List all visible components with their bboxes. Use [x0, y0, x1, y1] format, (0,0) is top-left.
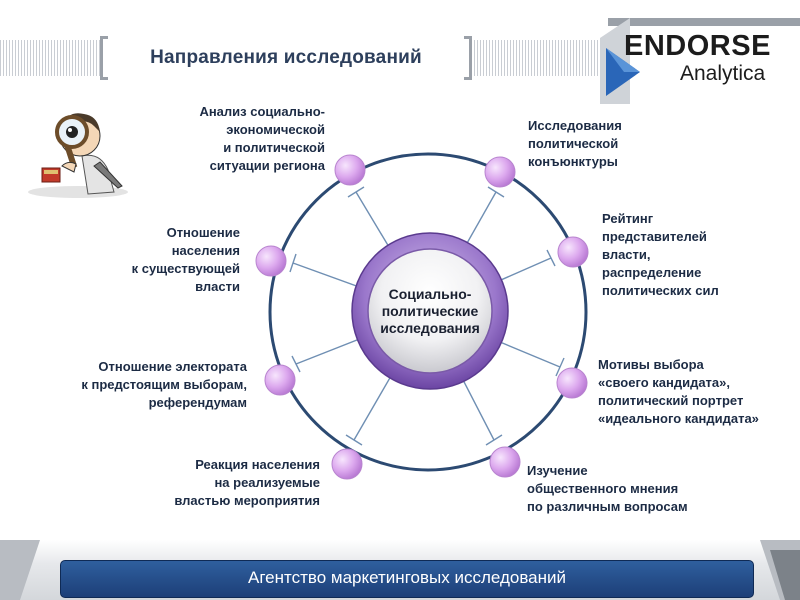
label-line: Отношение [166, 225, 240, 240]
label-line: Рейтинг [602, 211, 654, 226]
node-rating [557, 236, 589, 268]
label-line: властью мероприятия [174, 493, 320, 508]
label-line: ситуации региона [209, 158, 325, 173]
logo-sub-text: Analytica [680, 62, 766, 85]
node-attitude-elections [264, 364, 296, 396]
label-line: населения [171, 243, 240, 258]
label-line: Реакция населения [195, 457, 320, 472]
label-line: власти, [602, 247, 651, 262]
label-line: конъюнктуры [528, 154, 618, 169]
hub-label-line: политические [381, 303, 479, 319]
node-reaction [331, 448, 363, 480]
hub-inner [367, 248, 493, 374]
title-frame: Направления исследований [100, 36, 472, 80]
label-line: «идеального кандидата» [598, 411, 759, 426]
hub-label: Социально- политические исследования [365, 286, 495, 337]
label-reaction: Реакция населения на реализуемые властью… [140, 456, 320, 510]
label-line: и политической [223, 140, 325, 155]
label-line: Изучение [527, 463, 588, 478]
label-analysis: Анализ социально- экономической и полити… [150, 103, 325, 175]
node-attitude-power [255, 245, 287, 277]
page-title: Направления исследований [150, 47, 422, 68]
node-conjuncture [484, 156, 516, 188]
footer-bar [60, 560, 754, 598]
label-line: Анализ социально- [199, 104, 325, 119]
footer-text: Агентство маркетинговых исследований [248, 568, 566, 587]
label-line: политический портрет [598, 393, 744, 408]
title-bracket-right [464, 36, 472, 80]
outer-ring [268, 152, 588, 472]
label-line: власти [195, 279, 240, 294]
hub-label-line: Социально- [388, 286, 472, 302]
title-bracket-left [100, 36, 108, 80]
label-line: распределение [602, 265, 702, 280]
label-attitude-elections: Отношение электората к предстоящим выбор… [40, 358, 247, 412]
label-line: Исследования [528, 118, 622, 133]
label-line: Отношение электората [98, 359, 247, 374]
label-line: референдумам [148, 395, 247, 410]
label-line: политической [528, 136, 619, 151]
logo-arrow-icon [606, 48, 640, 96]
label-motives: Мотивы выбора «своего кандидата», полити… [598, 356, 798, 428]
label-attitude-power: Отношение населения к существующей власт… [100, 224, 240, 296]
label-opinion: Изучение общественного мнения по различн… [527, 462, 727, 516]
label-line: к предстоящим выборам, [81, 377, 247, 392]
label-line: представителей [602, 229, 707, 244]
node-analysis [334, 154, 366, 186]
label-line: политических сил [602, 283, 719, 298]
footer-stripes [0, 540, 800, 600]
label-conjuncture: Исследования политической конъюнктуры [528, 117, 688, 171]
label-line: «своего кандидата», [598, 375, 730, 390]
logo [600, 18, 800, 104]
label-line: по различным вопросам [527, 499, 688, 514]
detective-illustration [28, 113, 128, 198]
node-motives [556, 367, 588, 399]
label-line: на реализуемые [214, 475, 320, 490]
label-line: экономической [226, 122, 325, 137]
label-line: Мотивы выбора [598, 357, 704, 372]
label-line: общественного мнения [527, 481, 679, 496]
logo-main-text: ENDORSE [624, 30, 771, 62]
node-opinion [489, 446, 521, 478]
label-rating: Рейтинг представителей власти, распредел… [602, 210, 782, 300]
hub-label-line: исследования [380, 320, 480, 336]
label-line: к существующей [131, 261, 240, 276]
